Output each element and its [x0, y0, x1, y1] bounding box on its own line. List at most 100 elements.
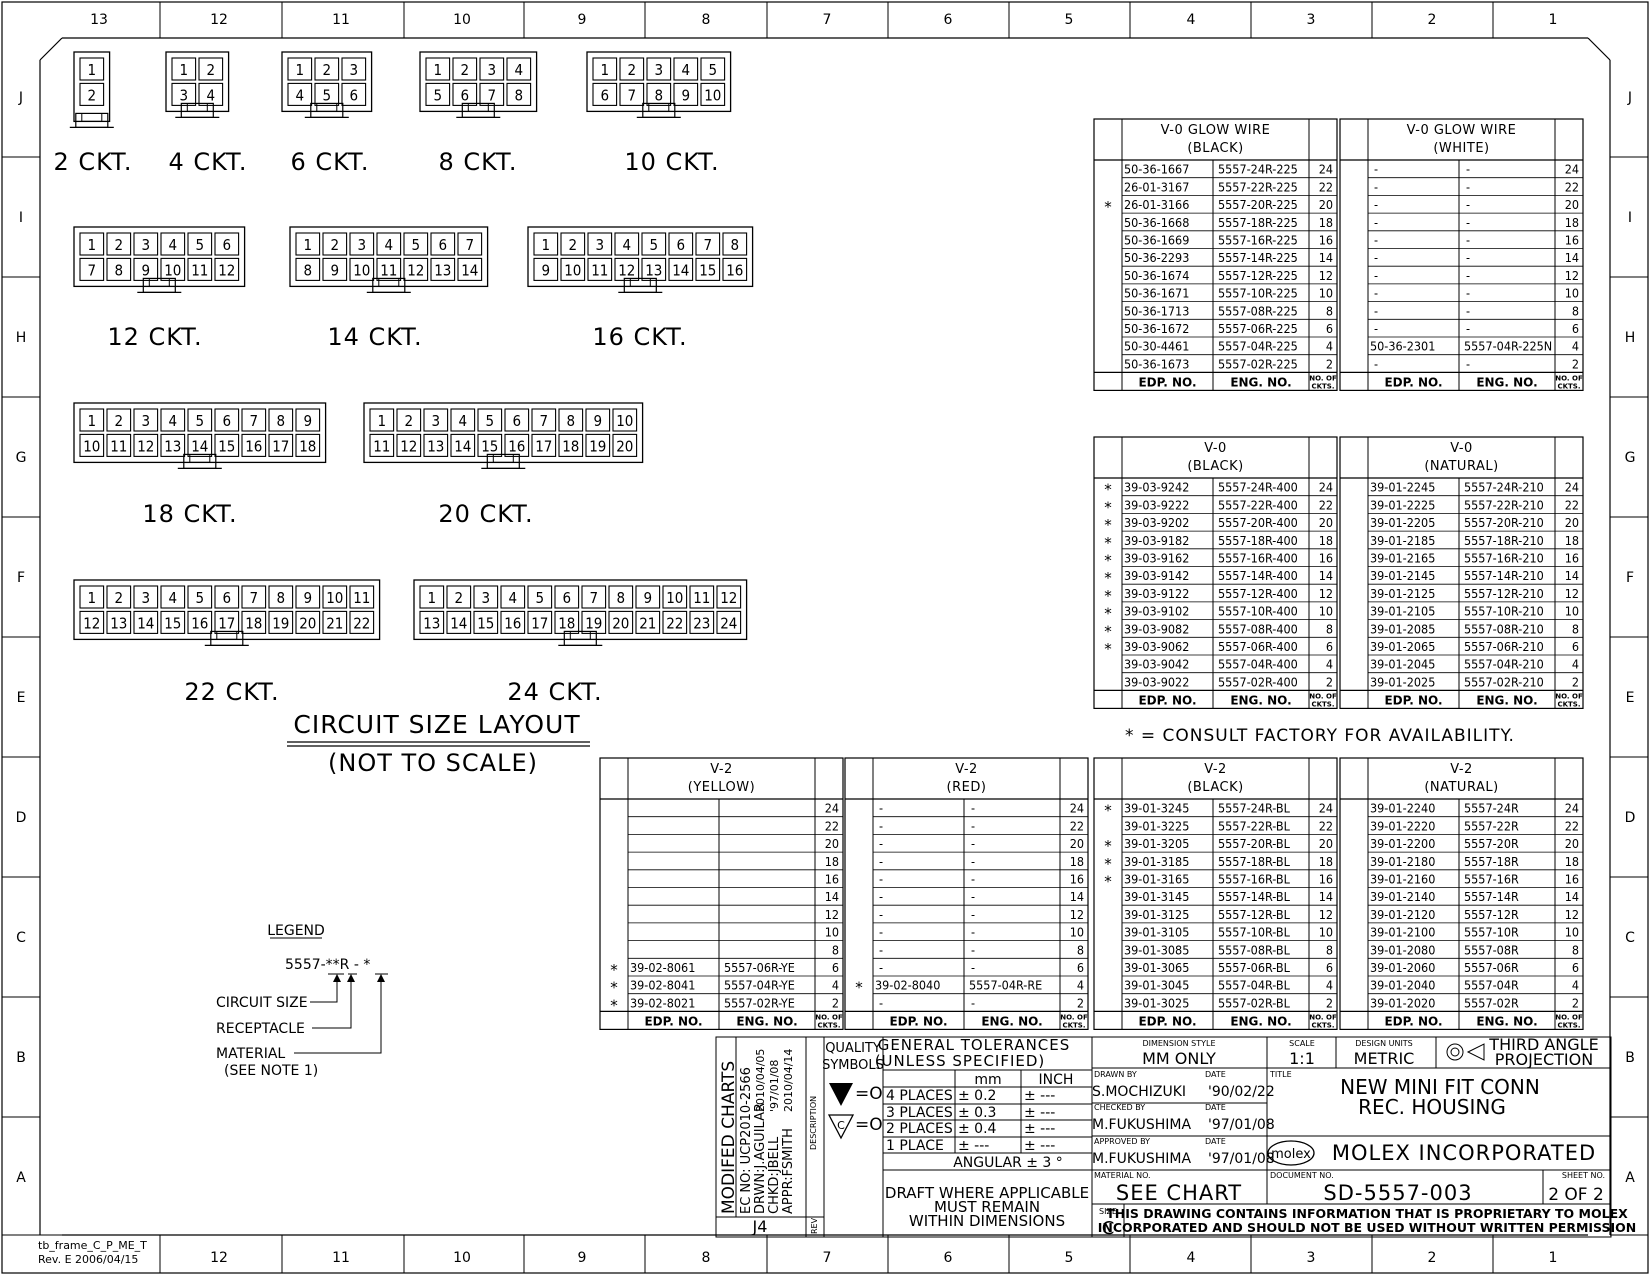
- cavity-number: 11: [380, 261, 397, 279]
- circuit-count: 14: [1565, 568, 1579, 583]
- cavity-number: 2: [461, 61, 470, 79]
- eng-number: 5557-04R-400: [1218, 657, 1298, 672]
- circuit-count: 8: [1326, 621, 1333, 636]
- zone-col-top: 5: [1065, 12, 1074, 28]
- edp-number: 39-01-2145: [1370, 568, 1435, 583]
- tolerance-mm: ± 0.2: [958, 1088, 996, 1104]
- circuit-count: 12: [1319, 907, 1333, 922]
- zone-col-top: 11: [332, 12, 350, 28]
- revision-ec-no: EC NO: UCP2010-2566: [739, 1067, 754, 1214]
- eng-number: 5557-02R-400: [1218, 674, 1298, 689]
- revision-rev-label: REV: [810, 1217, 819, 1234]
- availability-asterisk: *: [1104, 802, 1112, 820]
- cavity-number: 6: [223, 412, 232, 430]
- eng-number: 5557-06R-YE: [724, 960, 795, 975]
- cavity-number: 5: [196, 412, 205, 430]
- edp-number: 26-01-3166: [1124, 197, 1189, 212]
- connector-label: 6 CKT.: [291, 148, 370, 176]
- eng-number: 5557-06R-210: [1464, 639, 1544, 654]
- connector-label: 4 CKT.: [169, 148, 248, 176]
- circuit-count: 22: [1565, 497, 1579, 512]
- checked-date: '97/01/08: [1208, 1117, 1275, 1133]
- edp-number: 39-03-9102: [1124, 604, 1189, 619]
- eng-number: 5557-10R-225: [1218, 286, 1298, 301]
- table-header-2: (RED): [947, 780, 987, 795]
- zone-col-top: 1: [1549, 12, 1558, 28]
- circuit-count: 12: [1070, 907, 1084, 922]
- tolerance-places: 3 PLACES: [886, 1105, 953, 1121]
- circuit-count: 16: [1319, 872, 1333, 887]
- cavity-number: 13: [164, 437, 181, 455]
- cavity-number: 6: [461, 86, 470, 104]
- cavity-number: 5: [196, 236, 205, 254]
- cavity-number: 7: [540, 412, 549, 430]
- col-header-edp: EDP. NO.: [1138, 1014, 1196, 1028]
- circuit-count: 6: [1077, 960, 1084, 975]
- cavity-number: 9: [331, 261, 340, 279]
- cavity-number: 7: [488, 86, 497, 104]
- edp-number: 39-01-3085: [1124, 942, 1189, 957]
- tolerance-inch-header: INCH: [1039, 1072, 1074, 1088]
- cavity-number: 7: [704, 236, 713, 254]
- approved-by-label: APPROVED BY: [1094, 1137, 1150, 1146]
- cavity-number: 8: [731, 236, 740, 254]
- table-header-2: (NATURAL): [1424, 459, 1498, 474]
- approved-by: M.FUKUSHIMA: [1092, 1151, 1192, 1167]
- cavity-number: 11: [353, 589, 370, 607]
- eng-number: 5557-08R-210: [1464, 621, 1544, 636]
- table-header-2: (YELLOW): [688, 780, 755, 795]
- cavity-number: 3: [180, 86, 189, 104]
- col-header-ckts-2: CKTS.: [1062, 1021, 1085, 1029]
- cavity-number: 1: [304, 236, 313, 254]
- edp-number: -: [879, 854, 883, 869]
- col-header-ckts-2: CKTS.: [1311, 382, 1334, 390]
- table-header-2: (BLACK): [1187, 141, 1243, 156]
- edp-number: 39-03-9142: [1124, 568, 1189, 583]
- quality-triangle-outline-icon: [827, 1114, 855, 1140]
- cavity-number: 8: [277, 589, 286, 607]
- circuit-count: 20: [1070, 836, 1084, 851]
- eng-number: 5557-12R: [1464, 907, 1519, 922]
- cavity-number: 12: [618, 261, 635, 279]
- cavity-number: 9: [304, 412, 313, 430]
- circuit-count: 12: [825, 907, 839, 922]
- edp-number: 50-36-2301: [1370, 339, 1435, 354]
- col-header-ckts-2: CKTS.: [817, 1021, 840, 1029]
- cavity-number: 14: [450, 614, 467, 632]
- circuit-count: 4: [1572, 339, 1579, 354]
- table-header-1: V-0 GLOW WIRE: [1161, 123, 1271, 138]
- parts-table-t6: V-2(RED)--24--22--20--18--16--14--12--10…: [844, 757, 1089, 1030]
- zone-col-top: 10: [453, 12, 471, 28]
- col-header-eng: ENG. NO.: [1230, 375, 1291, 389]
- cavity-number: 5: [536, 589, 545, 607]
- availability-asterisk: *: [1104, 837, 1112, 855]
- circuit-count: 16: [1070, 872, 1084, 887]
- eng-number: 5557-16R: [1464, 872, 1519, 887]
- circuit-count: 16: [1565, 872, 1579, 887]
- edp-number: 50-36-1671: [1124, 286, 1189, 301]
- edp-number: 39-01-2085: [1370, 621, 1435, 636]
- sheet-label: SHEET NO.: [1562, 1171, 1605, 1180]
- circuit-count: 22: [825, 818, 839, 833]
- col-header-ckts-1: NO. OF: [1309, 1013, 1337, 1021]
- circuit-count: 16: [1565, 551, 1579, 566]
- tolerance-inch: ± ---: [1024, 1138, 1055, 1154]
- edp-number: 39-01-3025: [1124, 995, 1189, 1010]
- material-value: SEE CHART: [1116, 1181, 1242, 1205]
- revision-rev: J4: [752, 1217, 768, 1236]
- cavity-number: 7: [88, 261, 97, 279]
- eng-number: 5557-22R-BL: [1218, 818, 1291, 833]
- cavity-number: 10: [616, 412, 633, 430]
- cavity-number: 13: [423, 614, 440, 632]
- table-header-1: V-2: [955, 762, 978, 777]
- zone-col-top: 12: [210, 12, 228, 28]
- circuit-count: 16: [1319, 551, 1333, 566]
- frame-id: tb_frame_C_P_ME_T: [38, 1239, 147, 1252]
- logo-text: molex: [1271, 1147, 1311, 1162]
- connector-label: 10 CKT.: [624, 148, 719, 176]
- col-header-ckts-2: CKTS.: [1557, 700, 1580, 708]
- edp-number: 39-01-3125: [1124, 907, 1189, 922]
